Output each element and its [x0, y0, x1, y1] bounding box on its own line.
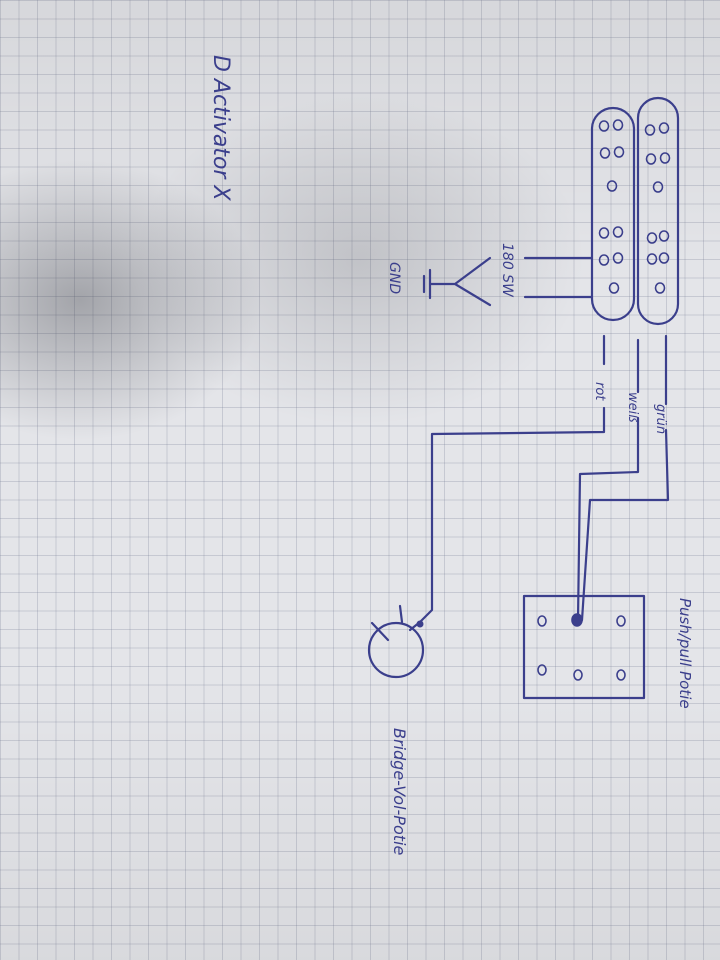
pole-pieces-inner [598, 119, 625, 294]
wire-red-label: rot [592, 382, 607, 401]
ground-symbol [422, 268, 432, 300]
diagram-title: D Activator X [208, 55, 233, 201]
pickup-coil-inner [590, 106, 636, 322]
push-pull-label: Push/pull Potie [676, 598, 694, 709]
bridge-volume-pot [367, 621, 425, 679]
ground-fork [428, 256, 492, 307]
push-pull-lugs [537, 613, 626, 681]
bridge-pot-lug-left [370, 621, 390, 642]
pole-pieces-outer [644, 122, 671, 294]
wire-white-label: weiß [625, 392, 640, 422]
ground-label: GND [386, 262, 402, 294]
bridge-volume-label: Bridge-Vol-Potie [390, 728, 409, 855]
wire-red-route [418, 406, 606, 624]
bridge-pot-solder-point [416, 620, 424, 628]
ground-side-label: 180 SW [499, 243, 515, 298]
wire-green-route [580, 428, 670, 622]
bridge-pot-lug-mid [398, 604, 404, 624]
wire-white-route [576, 416, 640, 622]
wire-green-label: grün [653, 404, 668, 434]
pickup-coil-outer [636, 96, 680, 326]
push-pull-pot-body [522, 594, 646, 700]
